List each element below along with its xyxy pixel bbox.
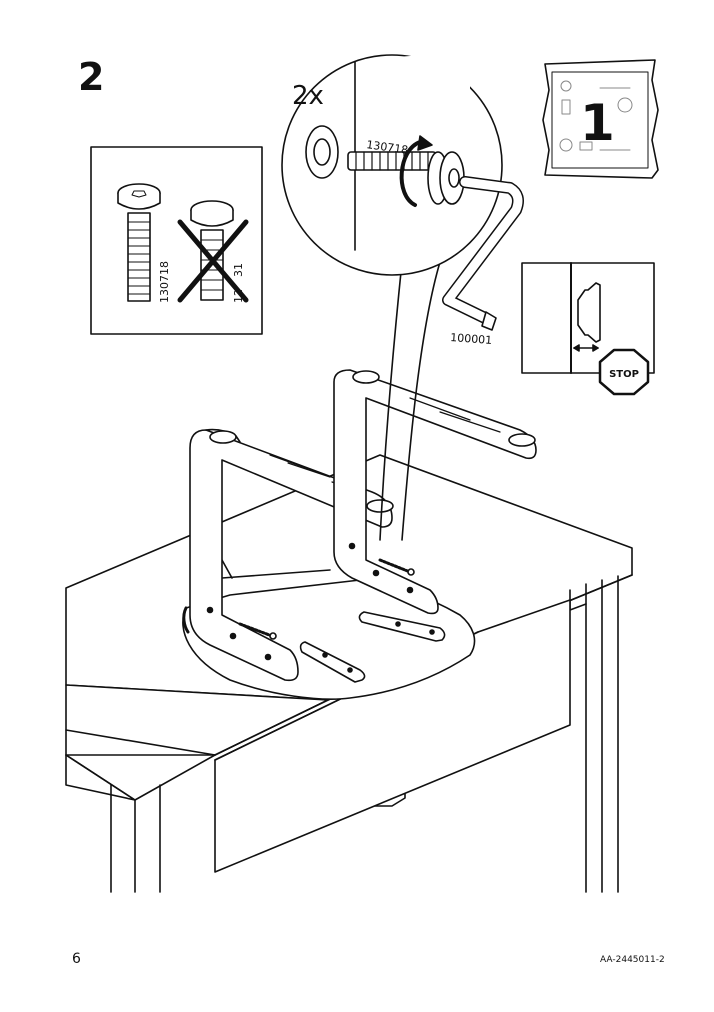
- assembly-screws: [238, 558, 415, 640]
- seat-brackets: [299, 611, 446, 683]
- stop-sign-label: STOP: [609, 369, 639, 380]
- booklet-icon: [542, 59, 659, 179]
- allen-key-part-number: 100001: [450, 331, 493, 347]
- zoom-callout: [281, 54, 524, 541]
- wrong-screw-part-number-tail: 31: [232, 263, 245, 277]
- zoom-screw-part-number: 130718: [366, 138, 409, 157]
- booklet-step-number: 1: [580, 94, 615, 152]
- stop-detail-box: [521, 262, 655, 396]
- document-code: AA-2445011-2: [600, 955, 665, 965]
- screw-compare-box: [90, 146, 263, 335]
- back-leg-frame: [333, 369, 537, 615]
- page-number: 6: [72, 951, 81, 967]
- wrong-screw-part-number: 12: [232, 289, 245, 303]
- quantity-label: 2x: [292, 81, 324, 111]
- step-number: 2: [78, 55, 105, 99]
- correct-screw-part-number: 130718: [158, 261, 171, 303]
